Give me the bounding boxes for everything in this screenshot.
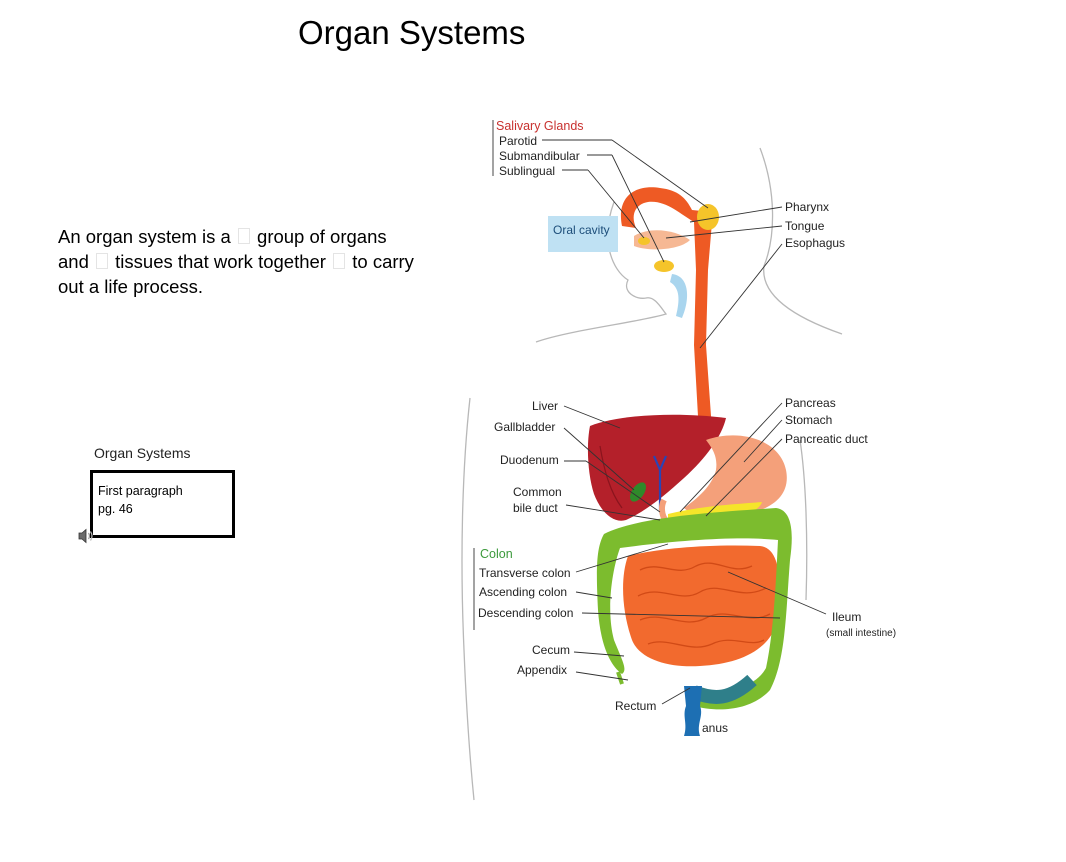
label-liver: Liver (532, 399, 558, 413)
note-caption: Organ Systems (94, 445, 191, 461)
label-colon: Colon (480, 547, 513, 561)
stomach-shape (684, 435, 787, 517)
label-gallbladder: Gallbladder (494, 420, 555, 434)
label-sublingual: Sublingual (499, 164, 555, 178)
liver-shape (587, 414, 726, 521)
note-line-1: First paragraph (98, 484, 183, 498)
oral-cavity-box (548, 216, 618, 252)
label-tongue: Tongue (785, 219, 825, 233)
intro-text-3: tissues that work together (115, 251, 326, 272)
label-oral-cavity: Oral cavity (553, 223, 610, 237)
label-ascending-colon: Ascending colon (479, 585, 567, 599)
intro-text-1: An organ system is a (58, 226, 231, 247)
label-transverse-colon: Transverse colon (479, 566, 571, 580)
note-line-2: pg. 46 (98, 502, 133, 516)
label-common-bile-duct-2: bile duct (513, 501, 558, 515)
label-pancreas: Pancreas (785, 396, 836, 410)
label-ileum-note: (small intestine) (826, 628, 896, 639)
body-outline (461, 147, 843, 801)
label-appendix: Appendix (517, 663, 567, 677)
label-anus: anus (702, 721, 728, 735)
intro-text-2: group of organs and (58, 226, 387, 272)
intro-text-4: to carry out a life process. (58, 251, 414, 297)
placeholder-glyph (237, 228, 250, 244)
speaker-icon[interactable] (78, 528, 94, 549)
sigmoid-shape (691, 674, 757, 704)
label-pharynx: Pharynx (785, 200, 829, 214)
label-descending-colon: Descending colon (478, 606, 573, 620)
rectum-shape (684, 686, 702, 736)
label-ileum: Ileum (832, 610, 861, 624)
sublingual-gland (638, 237, 650, 245)
label-pancreatic-duct: Pancreatic duct (785, 432, 868, 446)
colon-shape (596, 508, 792, 710)
placeholder-glyph (96, 253, 109, 269)
tongue-shape (634, 230, 690, 250)
reading-note-box: First paragraph pg. 46 (90, 470, 235, 538)
intro-paragraph: An organ system is a group of organs and… (58, 224, 418, 299)
label-cecum: Cecum (532, 643, 570, 657)
trachea-shape (670, 274, 688, 318)
label-parotid: Parotid (499, 134, 537, 148)
label-common-bile-duct-1: Common (513, 485, 562, 499)
small-intestine-shape (623, 545, 780, 667)
label-salivary-glands: Salivary Glands (496, 119, 584, 133)
parotid-gland (697, 204, 719, 230)
label-duodenum: Duodenum (500, 453, 559, 467)
placeholder-glyph (333, 253, 346, 269)
submandibular-gland (654, 260, 674, 272)
label-submandibular: Submandibular (499, 149, 580, 163)
label-esophagus: Esophagus (785, 236, 845, 250)
appendix-shape (616, 671, 624, 685)
page-title: Organ Systems (298, 14, 526, 51)
label-stomach: Stomach (785, 413, 832, 427)
label-rectum: Rectum (615, 699, 656, 713)
gallbladder-shape (630, 482, 646, 502)
